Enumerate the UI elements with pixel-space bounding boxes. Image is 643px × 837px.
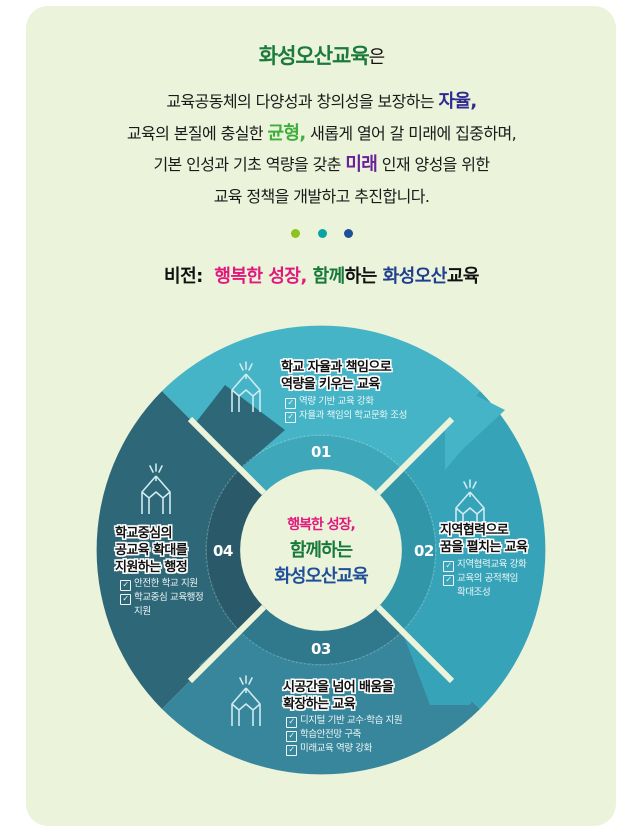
center-disc bbox=[241, 470, 401, 630]
segment-02-item-cont: 확대조성 bbox=[457, 587, 491, 598]
segment-01-title: 역량을 키우는 교육 bbox=[281, 377, 380, 392]
segment-number-03: 03 bbox=[311, 640, 331, 658]
segment-02-title: 꿈을 펼치는 교육 bbox=[440, 540, 528, 555]
segment-04-title: 공교육 확대를 bbox=[115, 543, 188, 558]
dot-teal bbox=[317, 229, 327, 238]
intro-line-3: 기본 인성과 기초 역량을 갖춘 미래 인재 양성을 위한 bbox=[0, 150, 643, 176]
segment-04-text: 학교중심의 공교육 확대를 지원하는 행정 ✓안전한 학교 지원 ✓학교중심 교… bbox=[115, 525, 204, 619]
center-line-2: 함께하는 bbox=[289, 540, 353, 561]
vision-label: 비전: bbox=[164, 266, 203, 287]
checkbox-icon: ✓ bbox=[120, 580, 131, 591]
dot-green bbox=[291, 229, 300, 238]
vision-region: 화성오산 bbox=[382, 266, 448, 287]
intro-line-4: 교육 정책을 개발하고 추진합니다. bbox=[213, 187, 430, 206]
segment-03-title: 시공간을 넘어 배움을 bbox=[283, 680, 394, 695]
arrow-02-to-03 bbox=[402, 630, 510, 705]
segment-04-title: 지원하는 행정 bbox=[115, 560, 188, 575]
segment-02-text: 지역협력으로 꿈을 펼치는 교육 ✓지역협력교육 강화 ✓교육의 공적책임 확대… bbox=[440, 522, 528, 600]
segment-number-04: 04 bbox=[213, 542, 233, 560]
segment-03-item: ✓디지털 기반 교수·학습 지원 bbox=[283, 714, 403, 728]
segment-number-01: 01 bbox=[311, 443, 331, 461]
segment-01-title: 학교 자율과 책임으로 bbox=[281, 360, 392, 375]
segment-03-item: ✓학습안전망 구축 bbox=[283, 728, 402, 742]
segment-02-item: ✓교육의 공적책임 bbox=[440, 572, 527, 586]
intro-text: 교육공동체의 다양성과 창의성을 보장하는 bbox=[166, 92, 439, 111]
segment-02-item: ✓지역협력교육 강화 bbox=[440, 558, 527, 572]
vision-together: 함께 bbox=[312, 266, 346, 287]
dot-blue bbox=[344, 229, 353, 238]
divider-dots bbox=[291, 229, 353, 239]
segment-03-item: ✓미래교육 역량 강화 bbox=[283, 742, 402, 756]
segment-number-02: 02 bbox=[414, 542, 434, 560]
checkbox-icon: ✓ bbox=[443, 561, 454, 572]
segment-02 bbox=[402, 391, 546, 709]
checkbox-icon: ✓ bbox=[443, 575, 454, 586]
intro-line-2: 교육의 본질에 충실한 균형, 새롭게 열어 갈 미래에 집중하며, bbox=[0, 119, 643, 145]
intro-text: 새롭게 열어 갈 미래에 집중하며, bbox=[305, 124, 517, 143]
intro-text: 인재 양성을 위한 bbox=[377, 155, 490, 174]
intro-line-1: 교육공동체의 다양성과 창의성을 보장하는 자율, bbox=[0, 87, 643, 113]
checkbox-icon: ✓ bbox=[286, 745, 297, 756]
checkbox-icon: ✓ bbox=[285, 412, 296, 423]
intro-title-suffix: 은 bbox=[368, 47, 386, 68]
highlight-balance: 균형, bbox=[267, 123, 306, 144]
segment-04-item: ✓학교중심 교육행정 bbox=[115, 591, 204, 605]
intro-text: 기본 인성과 기초 역량을 갖춘 bbox=[153, 155, 346, 174]
vision-happy-growth: 행복한 성장, bbox=[214, 266, 307, 287]
arrow-04-to-01 bbox=[190, 385, 285, 469]
segment-04-item-cont: 지원 bbox=[134, 606, 151, 617]
checkbox-icon: ✓ bbox=[286, 717, 297, 728]
segment-04 bbox=[96, 391, 240, 709]
segment-03-title: 확장하는 교육 bbox=[283, 697, 356, 712]
vision-statement: 비전: 행복한 성장, 함께하는 화성오산교육 bbox=[0, 262, 643, 288]
checkbox-icon: ✓ bbox=[120, 594, 131, 605]
intro-title: 화성오산교육은 bbox=[0, 40, 643, 70]
intro-brand: 화성오산교육 bbox=[258, 44, 370, 68]
vision-text: 하는 bbox=[344, 266, 383, 287]
segment-03-text: 시공간을 넘어 배움을 확장하는 교육 ✓디지털 기반 교수·학습 지원 ✓학습… bbox=[283, 679, 403, 756]
checkbox-icon: ✓ bbox=[285, 398, 296, 409]
highlight-autonomy: 자율, bbox=[438, 91, 477, 112]
arrow-01-to-02 bbox=[445, 380, 505, 470]
checkbox-icon: ✓ bbox=[286, 731, 297, 742]
intro-text: 교육의 본질에 충실한 bbox=[126, 124, 268, 143]
segment-01-item: ✓자율과 책임의 학교문화 조성 bbox=[281, 409, 407, 423]
segment-02-title: 지역협력으로 bbox=[440, 523, 509, 538]
vision-education: 교육 bbox=[446, 266, 480, 287]
center-line-1: 행복한 성장, bbox=[287, 517, 356, 533]
segment-04-title: 학교중심의 bbox=[115, 526, 172, 541]
segment-01-item: ✓역량 기반 교육 강화 bbox=[281, 395, 407, 409]
segment-04-item: ✓안전한 학교 지원 bbox=[115, 577, 203, 591]
highlight-future: 미래 bbox=[345, 154, 378, 175]
center-line-3: 화성오산교육 bbox=[274, 566, 368, 587]
segment-01-text: 학교 자율과 책임으로 역량을 키우는 교육 ✓역량 기반 교육 강화 ✓자율과… bbox=[281, 359, 407, 423]
